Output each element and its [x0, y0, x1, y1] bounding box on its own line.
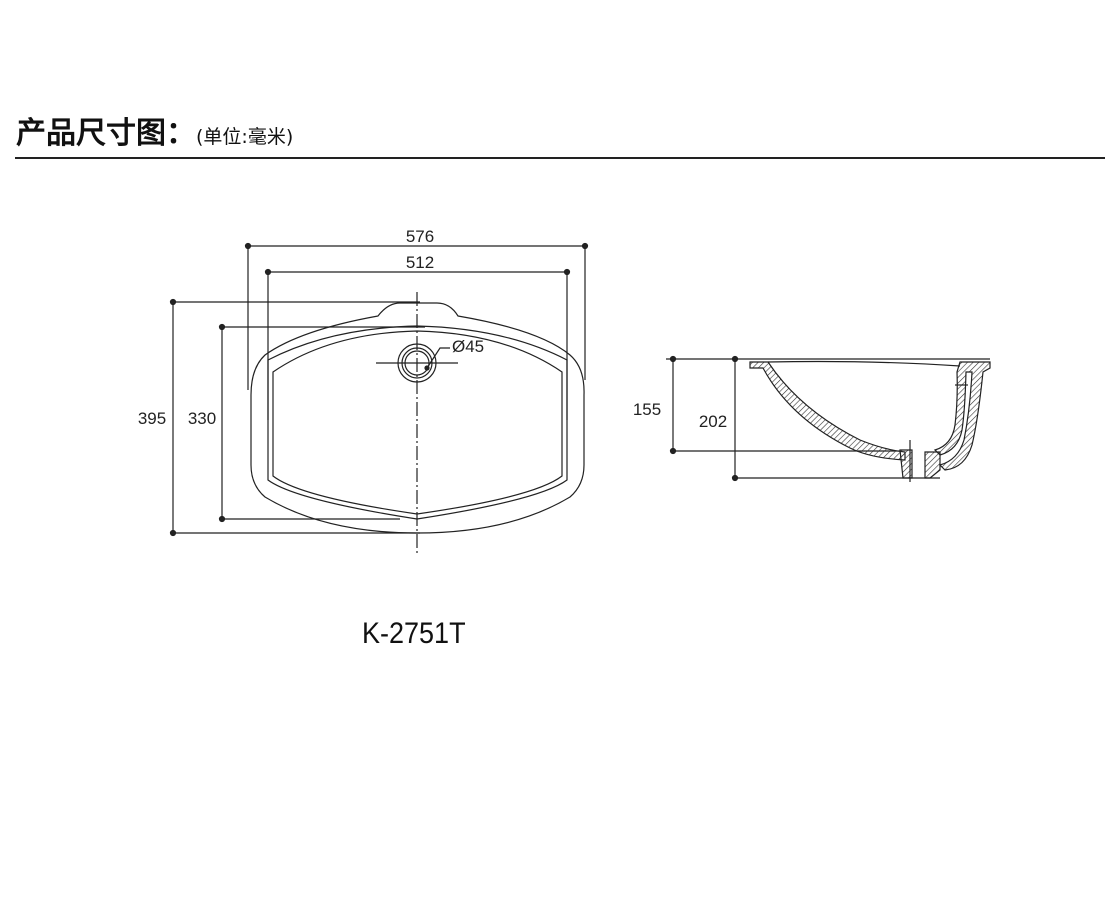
title-text: 产品尺寸图： — [16, 116, 196, 151]
label-330: 330 — [188, 409, 216, 428]
label-202: 202 — [699, 412, 727, 431]
dim-576 — [244, 242, 589, 390]
label-395: 395 — [138, 409, 166, 428]
basin-section-left — [749, 361, 906, 461]
drain-leader — [426, 347, 450, 369]
top-view — [169, 242, 589, 556]
title-divider — [15, 157, 1105, 159]
top-view-labels: 576 512 395 330 Ø45 — [138, 227, 484, 428]
basin-inner-rim — [267, 325, 568, 520]
page-title: 产品尺寸图：(单位:毫米) — [16, 108, 293, 152]
side-view — [666, 355, 991, 482]
dim-155 — [666, 355, 990, 455]
unit-note: (单位:毫米) — [196, 126, 294, 148]
side-view-labels: 155 202 — [633, 400, 727, 431]
label-512: 512 — [406, 253, 434, 272]
dim-395 — [169, 298, 420, 537]
label-drain: Ø45 — [452, 337, 484, 356]
drain-outer — [397, 343, 437, 383]
label-576: 576 — [406, 227, 434, 246]
drain-section — [899, 449, 941, 479]
basin-section-right — [933, 361, 991, 471]
dim-330 — [218, 323, 425, 523]
basin-outer-outline — [250, 302, 585, 534]
model-number: K-2751T — [362, 617, 466, 650]
label-155: 155 — [633, 400, 661, 419]
basin-bowl-outline — [272, 330, 563, 515]
